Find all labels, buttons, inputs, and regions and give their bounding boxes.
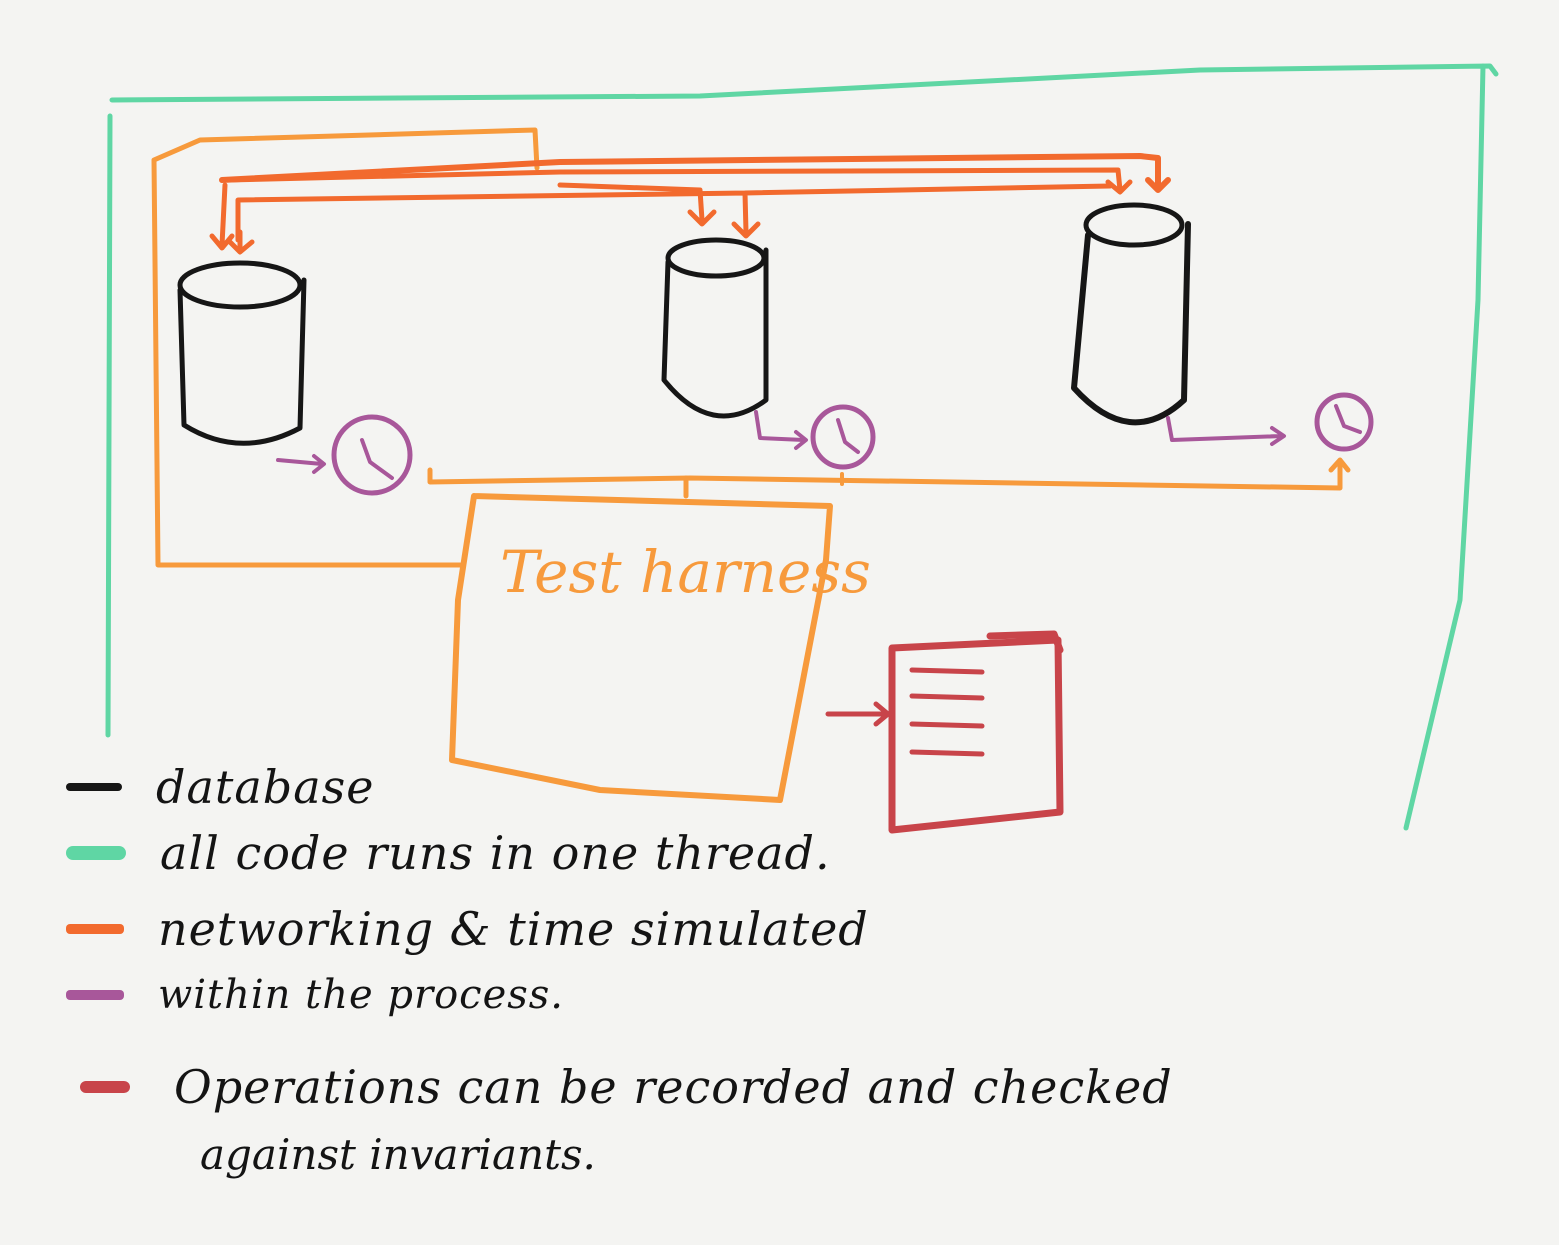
legend-swatch-operations: [80, 1081, 130, 1093]
database-cylinder-icon: [1071, 202, 1191, 426]
legend-row-thread: all code runs in one thread.: [66, 826, 831, 880]
legend-label-thread: all code runs in one thread.: [160, 826, 831, 880]
process-clocks: [276, 392, 1374, 496]
clock-node-2: [754, 404, 876, 470]
database-node-3: [1071, 202, 1191, 426]
legend-swatch-process: [66, 990, 124, 1000]
database-cylinder-icon: [177, 260, 307, 446]
legend-label-database: database: [156, 760, 375, 814]
legend-label-operations: Operations can be recorded and checked: [174, 1060, 1173, 1114]
legend-swatch-database: [66, 783, 122, 791]
clock-icon: [1314, 392, 1374, 452]
database-node-1: [177, 260, 307, 446]
operations-log-icon: [888, 630, 1064, 834]
database-node-2: [661, 237, 769, 419]
clock-icon: [810, 404, 876, 470]
database-cylinder-icon: [661, 237, 769, 419]
operations-log: [888, 630, 1064, 834]
test-harness-box: Test harness: [449, 493, 871, 803]
legend-row-database: database: [66, 760, 374, 814]
legend-label-network: networking & time simulated: [158, 902, 869, 956]
legend-swatch-thread: [66, 846, 126, 860]
legend-swatch-network: [66, 924, 124, 934]
log-arrow: [825, 701, 891, 727]
network-paths: [209, 153, 1171, 255]
thread-boundary: [105, 63, 1499, 831]
clock-icon: [331, 414, 413, 496]
legend-row-operations: Operations can be recorded and checked: [80, 1060, 1173, 1114]
harness-network-lines: [151, 127, 1351, 568]
legend-row-network: networking & time simulated: [66, 902, 869, 956]
clock-node-1: [276, 414, 413, 496]
legend-label-operations-line2: against invariants.: [200, 1130, 596, 1179]
test-harness-label: Test harness: [500, 538, 871, 606]
clock-node-3: [1166, 392, 1374, 452]
legend-row-process: within the process.: [66, 972, 564, 1018]
legend-label-process: within the process.: [158, 972, 565, 1018]
